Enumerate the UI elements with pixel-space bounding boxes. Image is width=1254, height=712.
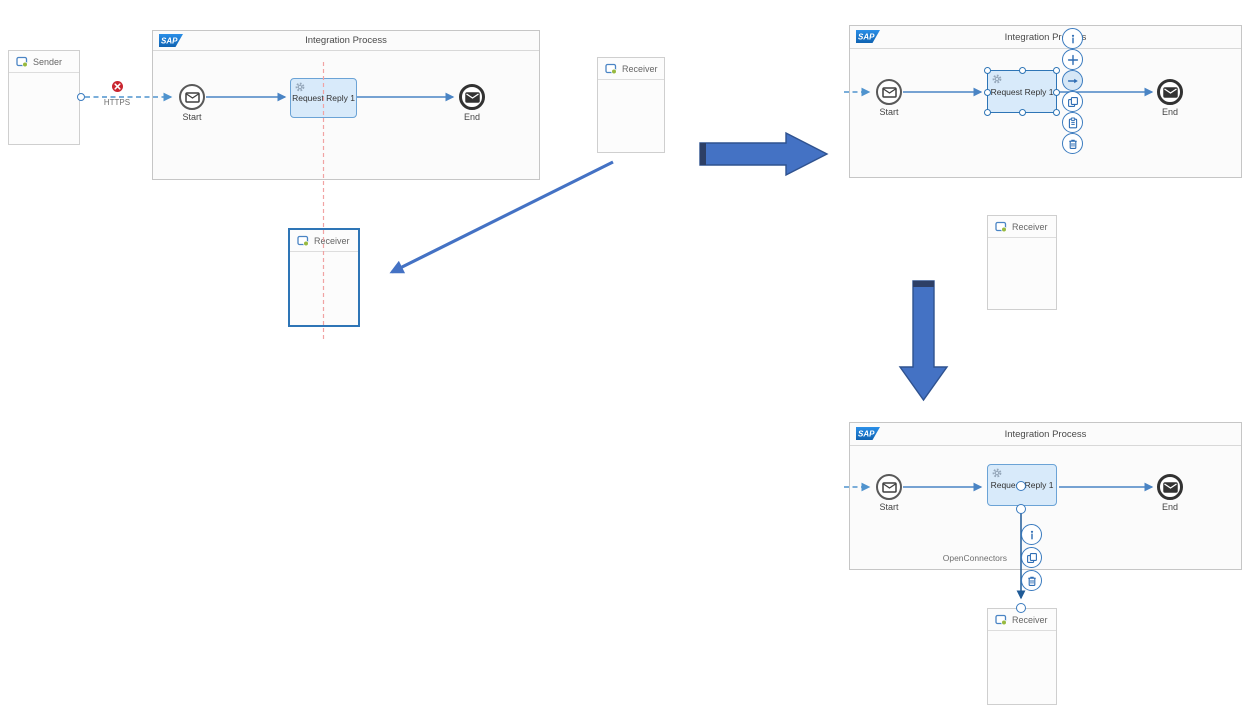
step-arrow-down <box>898 280 949 402</box>
start-event-label: Start <box>879 502 899 512</box>
start-event[interactable] <box>876 79 902 105</box>
receiver-participant[interactable]: Receiver <box>987 608 1057 705</box>
sender-label: Sender <box>33 56 63 67</box>
end-event-label: End <box>1161 502 1178 512</box>
task-label: Request Reply 1 <box>990 86 1054 97</box>
resize-handle[interactable] <box>1019 109 1026 116</box>
pool-header: SAP Integration Process <box>850 423 1241 446</box>
sender-output-port[interactable] <box>77 93 85 101</box>
dragged-receiver-participant[interactable]: Receiver <box>288 228 360 327</box>
start-event[interactable] <box>876 474 902 500</box>
participant-icon <box>297 235 309 246</box>
resize-handle[interactable] <box>984 89 991 96</box>
info-button[interactable] <box>1021 524 1042 545</box>
info-button[interactable] <box>1062 28 1083 49</box>
resize-handle[interactable] <box>1019 67 1026 74</box>
participant-icon <box>995 221 1007 232</box>
receiver-label: Receiver <box>1012 614 1048 625</box>
resize-handle[interactable] <box>1053 109 1060 116</box>
sap-logo: SAP <box>856 427 880 440</box>
start-event[interactable] <box>179 84 205 110</box>
svg-text:SAP: SAP <box>858 430 875 439</box>
envelope-icon <box>881 481 897 493</box>
participant-header: Receiver <box>988 609 1056 631</box>
delete-icon <box>1027 576 1036 586</box>
participant-header: Receiver <box>598 58 664 80</box>
task-center-port[interactable] <box>1016 481 1026 491</box>
sap-logo: SAP <box>159 34 183 47</box>
participant-icon <box>995 614 1007 625</box>
svg-text:SAP: SAP <box>161 37 178 46</box>
resize-handle[interactable] <box>984 109 991 116</box>
receiver-participant[interactable]: Receiver <box>597 57 665 153</box>
pool-title: Integration Process <box>1004 31 1087 43</box>
start-event-label: Start <box>879 107 899 117</box>
gear-icon <box>295 82 305 92</box>
sender-participant[interactable]: Sender <box>8 50 80 145</box>
participant-header: Receiver <box>988 216 1056 238</box>
pool-header: SAP Integration Process <box>850 26 1241 49</box>
copy-icon <box>1026 552 1037 563</box>
copy-button[interactable] <box>1021 547 1042 568</box>
start-event-label: Start <box>182 112 202 122</box>
envelope-icon <box>881 86 897 98</box>
envelope-icon <box>1162 86 1178 98</box>
add-icon <box>1067 54 1078 65</box>
task-label: Request Reply 1 <box>292 93 355 103</box>
participant-header: Sender <box>9 51 79 73</box>
resize-handle[interactable] <box>1053 67 1060 74</box>
receiver-label: Receiver <box>622 63 658 74</box>
task-bottom-port[interactable] <box>1016 504 1026 514</box>
info-icon <box>1071 34 1074 43</box>
envelope-icon <box>1162 481 1178 493</box>
step-arrow-right <box>699 131 829 177</box>
receiver-input-port[interactable] <box>1016 603 1026 613</box>
gear-icon <box>992 468 1002 478</box>
pool-header: SAP Integration Process <box>153 31 539 51</box>
request-reply-task-selected[interactable]: Request Reply 1 <box>984 67 1060 116</box>
end-event-label: End <box>463 112 480 122</box>
receiver-participant[interactable]: Receiver <box>987 215 1057 310</box>
delete-button[interactable] <box>1021 570 1042 591</box>
end-event[interactable] <box>1157 79 1183 105</box>
copy-button[interactable] <box>1062 91 1083 112</box>
delete-button[interactable] <box>1062 133 1083 154</box>
svg-text:SAP: SAP <box>858 33 875 42</box>
resize-handle[interactable] <box>984 67 991 74</box>
request-reply-task[interactable]: Request Reply 1 <box>290 78 357 118</box>
sap-logo: SAP <box>856 30 880 43</box>
end-event-label: End <box>1161 107 1178 117</box>
pool-title: Integration Process <box>1004 428 1087 440</box>
connect-button[interactable] <box>1062 70 1083 91</box>
end-event[interactable] <box>459 84 485 110</box>
participant-header: Receiver <box>290 230 358 252</box>
connect-arrow-icon <box>1067 78 1078 83</box>
info-icon <box>1030 530 1033 539</box>
paste-icon <box>1068 117 1077 128</box>
participant-icon <box>16 56 28 67</box>
resize-handle[interactable] <box>1053 89 1060 96</box>
delete-icon <box>1068 139 1077 149</box>
receiver-label: Receiver <box>1012 221 1048 232</box>
add-button[interactable] <box>1062 49 1083 70</box>
participant-icon <box>605 63 617 74</box>
envelope-icon <box>464 91 480 103</box>
gear-icon <box>992 74 1002 84</box>
end-event[interactable] <box>1157 474 1183 500</box>
receiver-label: Receiver <box>314 235 350 246</box>
error-icon <box>112 81 123 92</box>
protocol-label: HTTPS <box>103 98 131 107</box>
paste-button[interactable] <box>1062 112 1083 133</box>
copy-icon <box>1067 96 1078 107</box>
envelope-icon <box>184 91 200 103</box>
connection-label: OpenConnectors <box>942 553 1007 563</box>
pool-title: Integration Process <box>305 35 387 46</box>
